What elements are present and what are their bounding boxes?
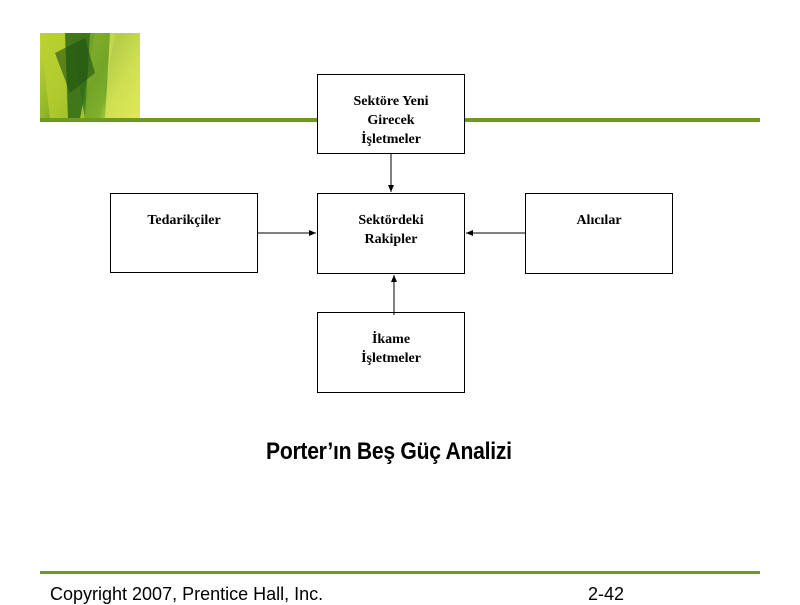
node-substitutes: İkame İşletmeler (317, 312, 465, 393)
node-suppliers: Tedarikçiler (110, 193, 258, 273)
node-buyers: Alıcılar (525, 193, 673, 274)
node-text: Tedarikçiler (147, 213, 221, 228)
node-text: İkame (371, 332, 411, 347)
footer-slide-number: 2-42 (588, 584, 625, 604)
slide-title: Porter’ın Beş Güç Analizi (266, 438, 512, 465)
slide-logo (40, 33, 140, 119)
bottom-rule (40, 571, 760, 574)
node-text: İşletmeler (361, 351, 421, 366)
node-new-entrants: Sektöre Yeni Girecek İşletmeler (317, 74, 465, 154)
node-text: Rakipler (364, 232, 418, 247)
node-text: İşletmeler (361, 132, 421, 147)
node-rivals: Sektördeki Rakipler (317, 193, 465, 274)
node-text: Sektördeki (358, 213, 424, 228)
footer-copyright: Copyright 2007, Prentice Hall, Inc. (50, 584, 324, 604)
node-text: Alıcılar (576, 213, 622, 228)
node-text: Sektöre Yeni (353, 94, 429, 109)
node-text: Girecek (367, 113, 415, 128)
